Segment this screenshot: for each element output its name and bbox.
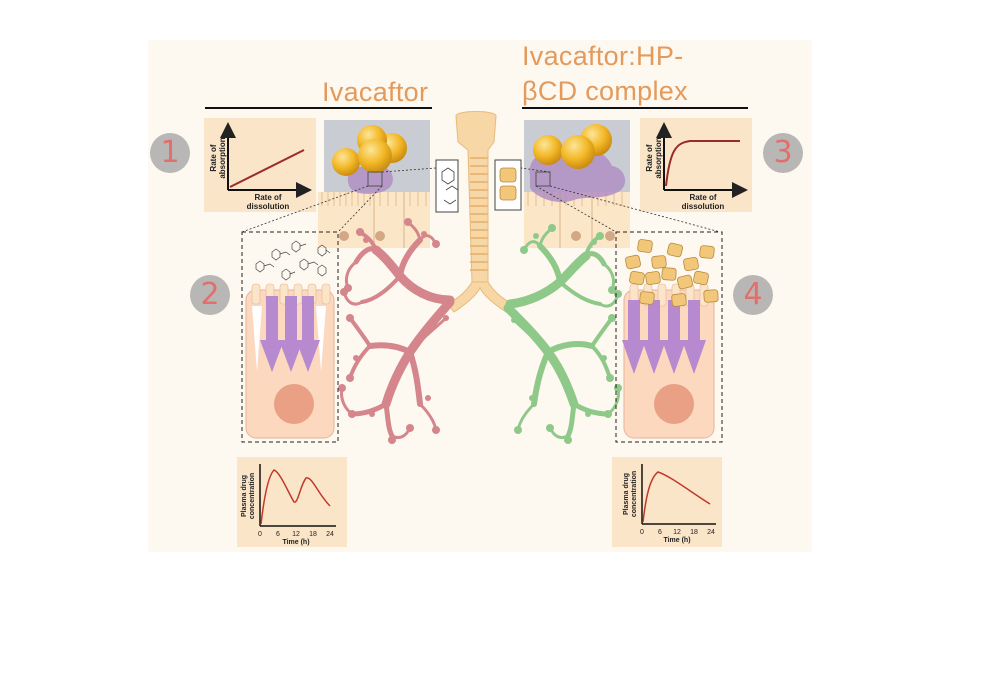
svg-text:0: 0: [258, 531, 262, 538]
svg-text:Rate ofabsorption: Rate ofabsorption: [645, 137, 663, 178]
step-badge-4: 4: [733, 275, 773, 315]
svg-text:6: 6: [276, 531, 280, 538]
absorption-arrow: [296, 296, 320, 372]
airway-epithelium-right: [524, 120, 630, 248]
cell-nucleus: [654, 384, 694, 424]
complex-inset: [494, 159, 522, 211]
svg-text:Time (h): Time (h): [663, 537, 690, 544]
trachea: [435, 111, 522, 313]
svg-text:6: 6: [658, 529, 662, 536]
title-complex-line2: βCD complex: [522, 76, 688, 106]
drug-particle: [332, 148, 360, 176]
left-lung: [338, 218, 455, 444]
svg-text:Plasma drugconcentration: Plasma drugconcentration: [241, 473, 256, 519]
absorption-arrow: [260, 296, 284, 372]
zoom-connectors: [241, 167, 721, 233]
drug-molecule-inset: [435, 159, 459, 213]
cell-zoom-right: [615, 231, 723, 443]
absorption-graph-right: Rate ofabsorption Rate of dissolution: [645, 122, 748, 211]
svg-text:24: 24: [326, 531, 334, 538]
cell-zoom-left: [241, 231, 339, 443]
white-gradient-arrow: [316, 306, 326, 372]
pk-graph-left: Plasma drugconcentration 0 6 12 18 24 Ti…: [241, 464, 336, 546]
svg-text:dissolution: dissolution: [682, 202, 725, 211]
right-lung: [503, 224, 622, 444]
pk-curve-sustained: [642, 471, 711, 523]
absorption-arrow: [622, 300, 646, 374]
step-badge-2: 2: [190, 275, 230, 315]
svg-text:12: 12: [673, 529, 681, 536]
svg-text:24: 24: [707, 529, 715, 536]
svg-text:Plasma drugconcentration: Plasma drugconcentration: [623, 471, 638, 517]
svg-text:0: 0: [640, 529, 644, 536]
pk-graph-right-bg: [612, 457, 722, 547]
absorption-curve-saturating: [665, 140, 740, 187]
svg-text:18: 18: [309, 531, 317, 538]
pk-graph-left-bg: [237, 457, 347, 547]
absorption-arrow: [662, 300, 686, 374]
pk-graph-right: Plasma drugconcentration 0 6 12 18 24 Ti…: [623, 464, 716, 544]
absorption-arrow: [682, 300, 706, 374]
svg-text:Rate of: Rate of: [689, 193, 716, 202]
step-badge-3: 3: [763, 133, 803, 173]
absorption-arrow: [279, 296, 303, 372]
title-ivacaftor: Ivacaftor: [322, 77, 429, 107]
pk-curve-two-peaks: [260, 469, 331, 525]
svg-text:12: 12: [292, 531, 300, 538]
white-gradient-arrow: [252, 306, 262, 372]
drug-particle: [533, 135, 563, 165]
cyclodextrin-complexes: [625, 239, 719, 307]
svg-text:Rate ofabsorption: Rate ofabsorption: [209, 137, 227, 178]
absorption-curve-linear: [229, 149, 305, 188]
step-badge-1: 1: [150, 133, 190, 173]
drug-particle: [561, 135, 595, 169]
drug-particle: [358, 139, 392, 173]
svg-text:dissolution: dissolution: [247, 202, 290, 211]
absorption-graph-left: Rate ofabsorption Rate of dissolution: [209, 122, 312, 211]
svg-text:18: 18: [690, 529, 698, 536]
drug-molecules: [255, 240, 331, 281]
absorption-arrow: [642, 300, 666, 374]
title-complex-line1: Ivacaftor:HP-: [522, 41, 684, 71]
cell-nucleus: [274, 384, 314, 424]
svg-text:Rate of: Rate of: [254, 193, 281, 202]
svg-text:Time (h): Time (h): [282, 539, 309, 546]
